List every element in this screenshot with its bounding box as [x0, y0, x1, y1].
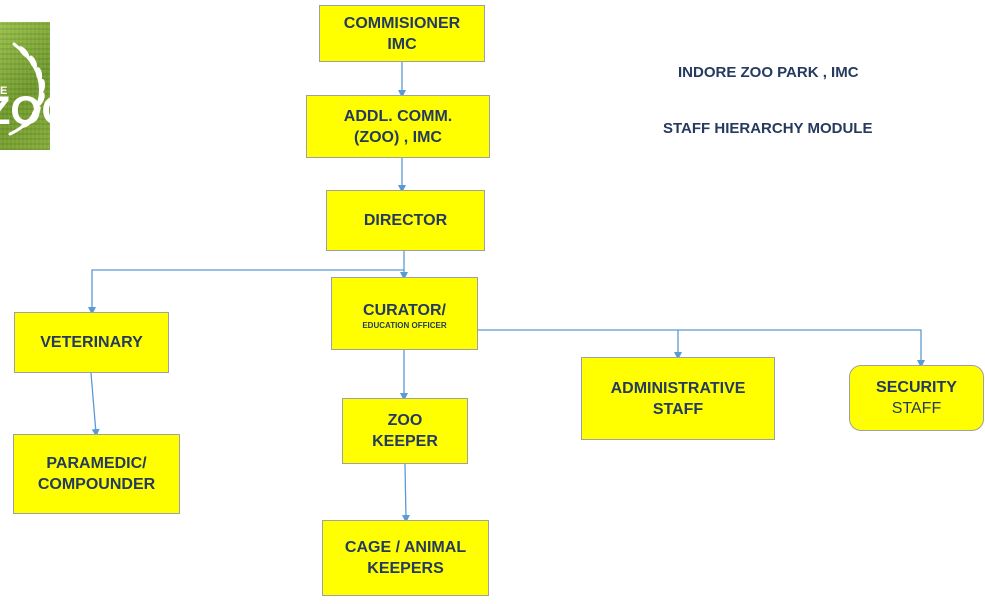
node-commissioner: COMMISIONER IMC [319, 5, 485, 62]
arrow-zookeeper-cage [401, 463, 410, 523]
node-label: SECURITY [876, 379, 957, 396]
page-subtitle: STAFF HIERARCHY MODULE [663, 120, 873, 137]
arrow-vet-paramedic [90, 372, 100, 437]
logo-text: ZOO [0, 89, 50, 133]
node-label: KEEPER [372, 433, 438, 450]
arrow-director-veterinary [88, 269, 404, 315]
node-administrative-staff: ADMINISTRATIVE STAFF [581, 357, 775, 440]
node-curator: CURATOR/ EDUCATION OFFICER [331, 277, 478, 350]
node-veterinary: VETERINARY [14, 312, 169, 373]
node-label: KEEPERS [367, 560, 444, 577]
page-title: INDORE ZOO PARK , IMC [678, 64, 859, 81]
node-label: ZOO [387, 412, 423, 429]
node-label: ADDL. COMM. [343, 107, 453, 125]
node-zoo-keeper: ZOO KEEPER [342, 398, 468, 464]
node-label: DIRECTOR [363, 212, 448, 229]
node-label: (ZOO) , IMC [354, 128, 442, 146]
node-label: COMMISIONER [343, 14, 461, 32]
node-label: COMPOUNDER [37, 476, 156, 493]
node-cage-keepers: CAGE / ANIMAL KEEPERS [322, 520, 489, 596]
zoo-logo: ZOO E [0, 22, 50, 150]
node-label: STAFF [652, 400, 704, 418]
node-addl-commissioner: ADDL. COMM. (ZOO) , IMC [306, 95, 490, 158]
node-paramedic: PARAMEDIC/ COMPOUNDER [13, 434, 180, 514]
node-security-staff: SECURITY STAFF [849, 365, 984, 431]
node-label: ADMINISTRATIVE [610, 379, 746, 397]
node-label: STAFF [891, 400, 942, 417]
node-label: PARAMEDIC/ [46, 455, 147, 472]
svg-text:E: E [0, 85, 7, 97]
node-label: CURATOR/ [363, 302, 446, 319]
node-label: IMC [387, 35, 417, 53]
node-label: VETERINARY [40, 334, 143, 351]
node-label: CAGE / ANIMAL [344, 539, 467, 556]
arrow-curator-security [478, 329, 925, 368]
node-director: DIRECTOR [326, 190, 485, 251]
node-sublabel: EDUCATION OFFICER [362, 321, 447, 330]
laurel-wreath-icon: ZOO E [0, 42, 50, 136]
